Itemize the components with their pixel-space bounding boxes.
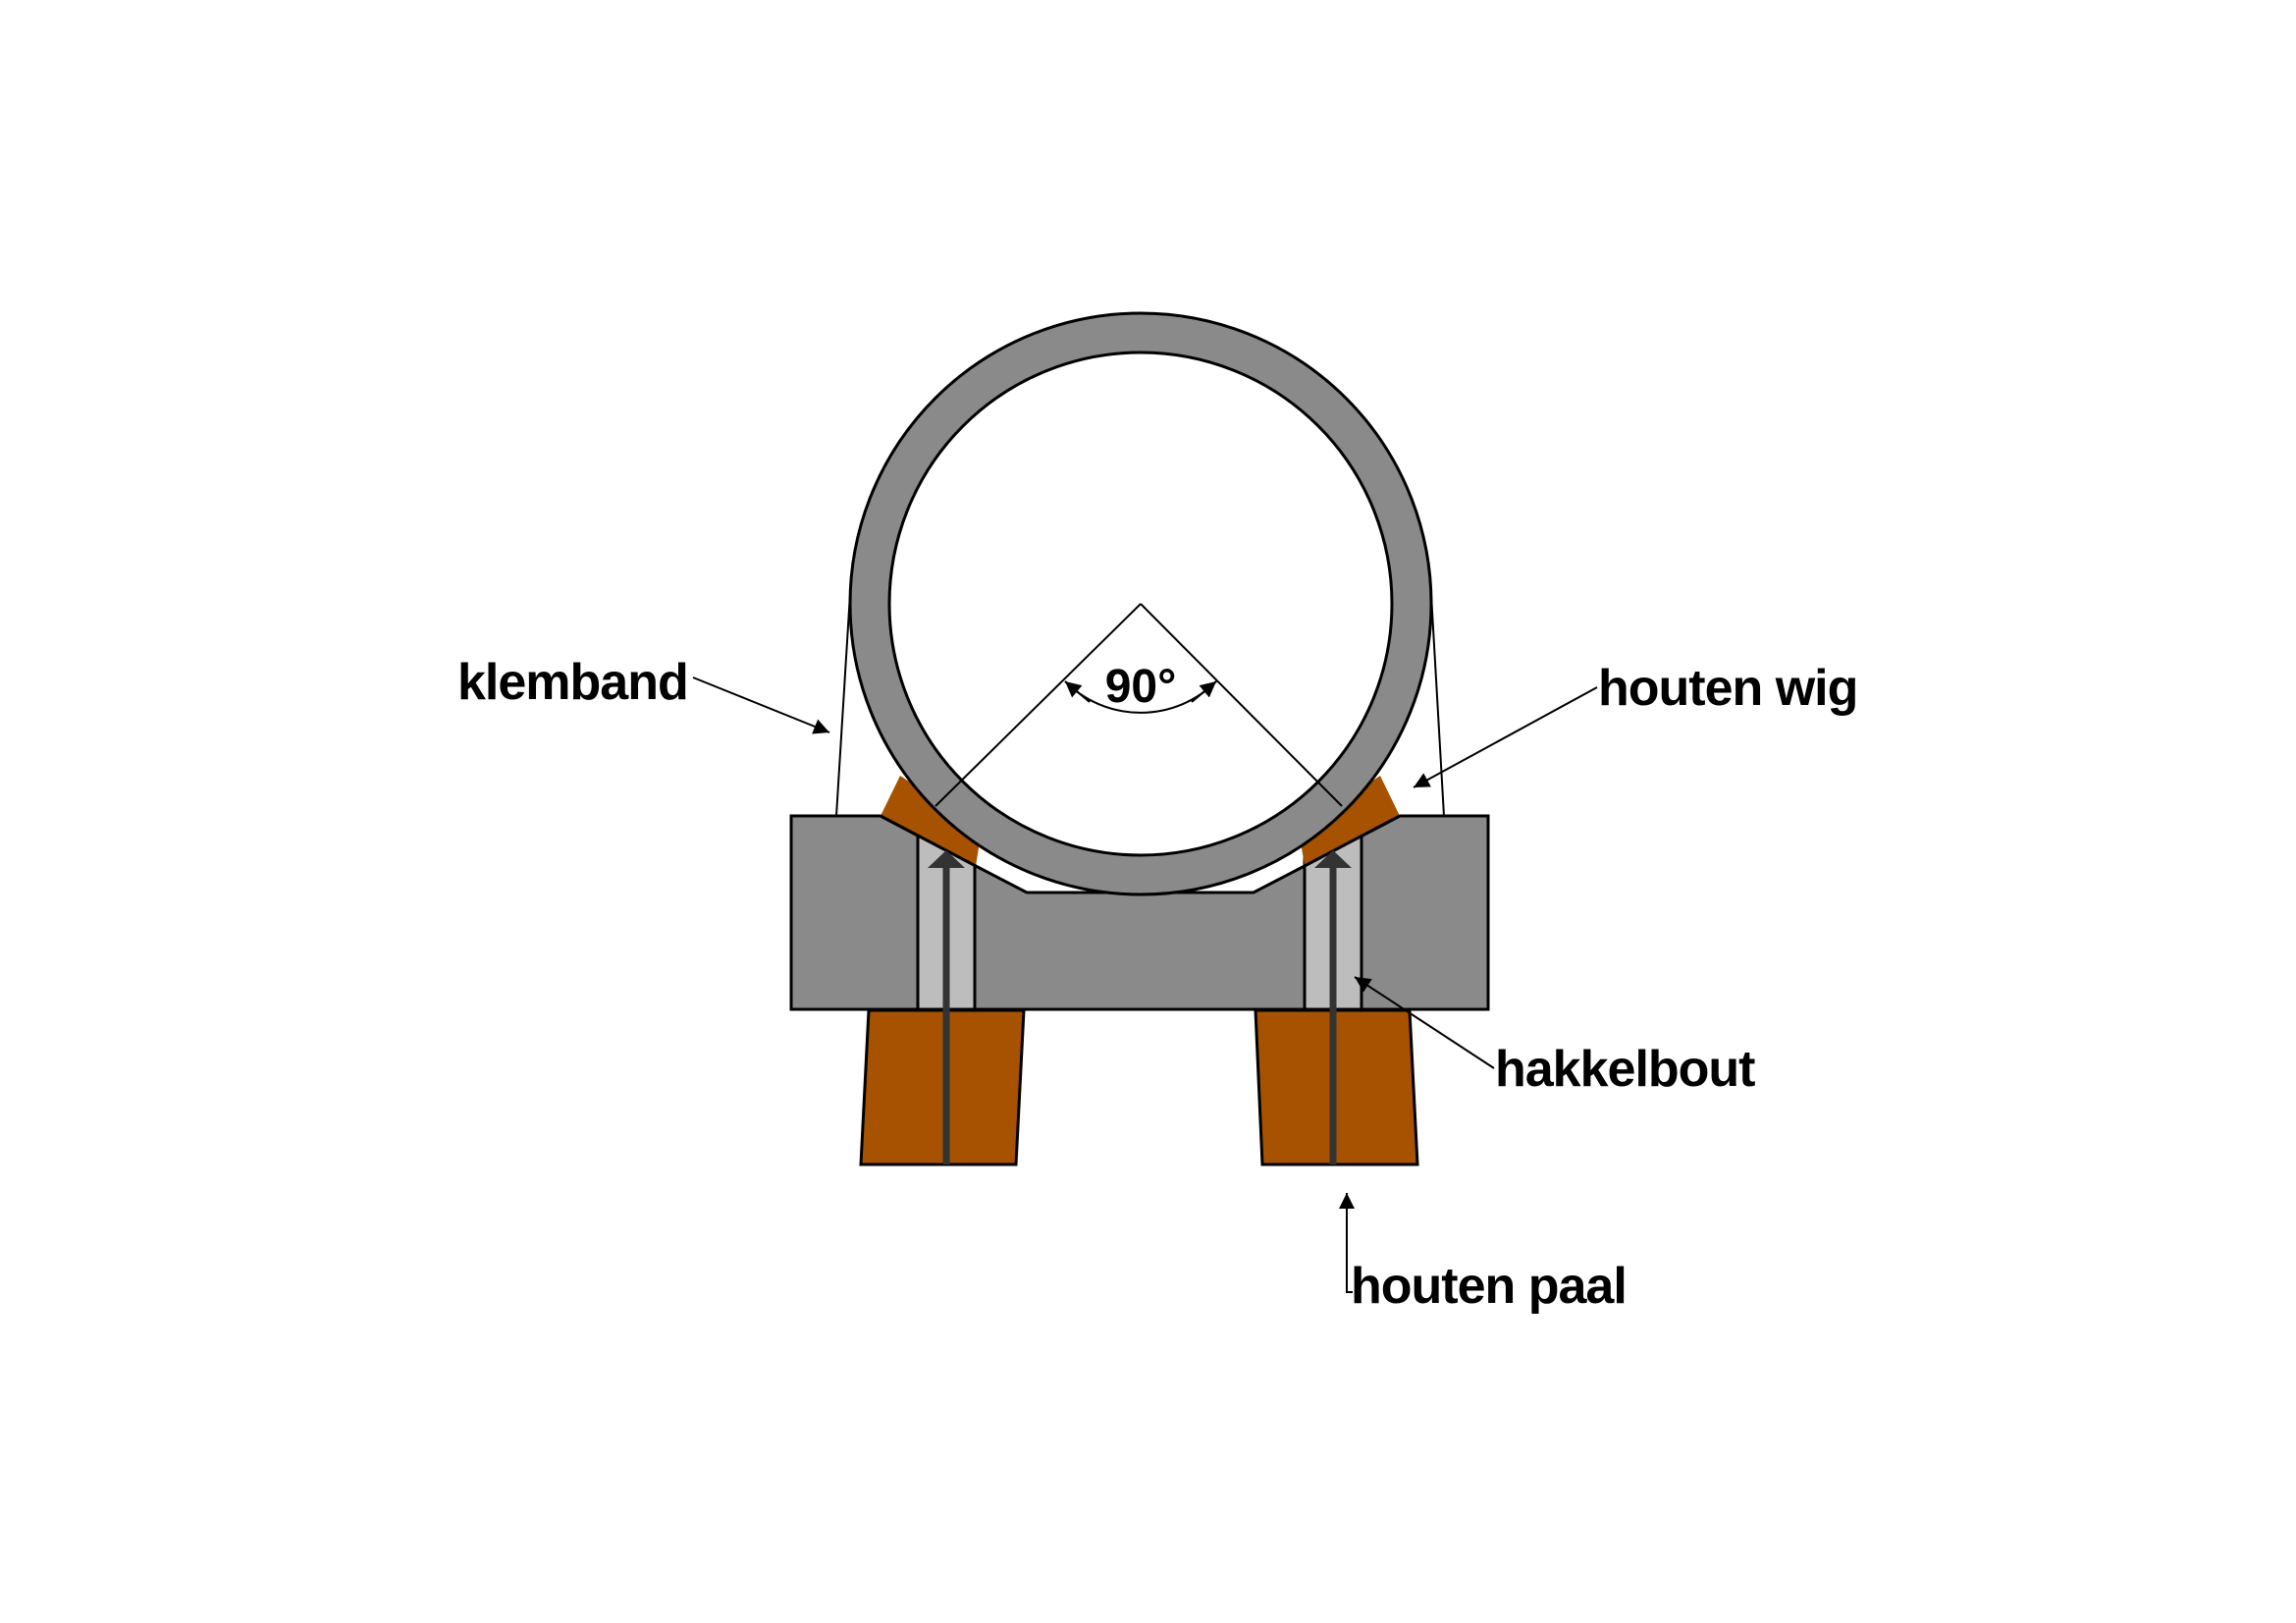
callout-clamp-band: klemband — [457, 654, 830, 734]
hook-bolt-left — [928, 850, 965, 1164]
svg-text:klemband: klemband — [457, 654, 688, 711]
hook-bolt-right — [1314, 850, 1352, 1164]
svg-text:hakkelbout: hakkelbout — [1495, 1041, 1755, 1098]
callout-hook-bolt: hakkelbout — [1354, 976, 1756, 1098]
clamp-band-right — [1430, 593, 1445, 817]
wooden-pile-left — [859, 1008, 1026, 1166]
angle-dimension: 90° — [934, 603, 1343, 807]
wooden-wedge-left — [881, 776, 982, 866]
callout-wooden-pile: houten paal — [1339, 1193, 1628, 1315]
wooden-wedge-right — [1299, 776, 1400, 866]
svg-text:houten wig: houten wig — [1598, 660, 1857, 717]
callout-wooden-wedge: houten wig — [1413, 660, 1858, 788]
svg-text:houten paal: houten paal — [1351, 1258, 1627, 1315]
clamp-band-left — [835, 593, 851, 817]
angle-label: 90° — [1105, 661, 1177, 713]
